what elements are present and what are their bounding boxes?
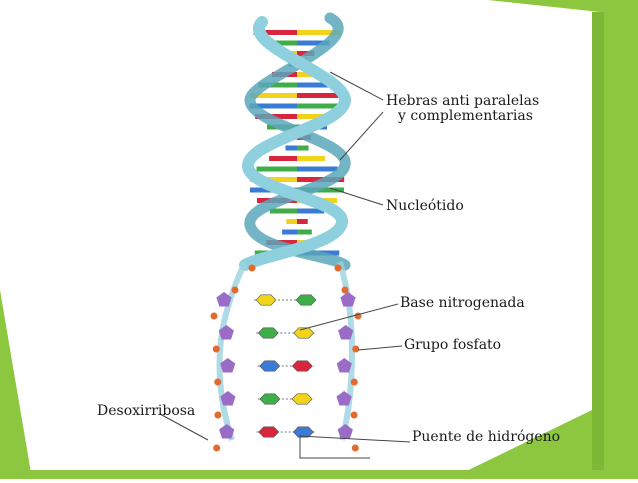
deoxyribose-sugar [219, 424, 235, 439]
leader-hebras-2 [339, 111, 384, 161]
deoxyribose-sugar [220, 391, 236, 406]
phosphate-group [231, 286, 239, 294]
phosphate-group [210, 312, 218, 320]
nitrogen-base-left [258, 426, 280, 438]
helix-rung-left [282, 229, 297, 235]
helix-rung-left [249, 177, 297, 182]
slide-floor [0, 470, 638, 479]
helix-rung-right [297, 103, 345, 109]
slide-wedge-bottom [450, 410, 592, 479]
helix-rung-left [264, 40, 297, 46]
nitrogen-base-left [255, 294, 277, 306]
phosphate-group [212, 345, 220, 353]
helix-rung-right [297, 219, 308, 224]
deoxyribose-sugar [337, 424, 353, 439]
label-puente-hidrogeno: Puente de hidrógeno [412, 429, 561, 445]
helix-rung-left [285, 145, 297, 151]
helix-rung-right [297, 30, 341, 35]
phosphate-group [351, 444, 359, 452]
helix-rung-right [297, 156, 325, 161]
nitrogen-base-left [259, 360, 281, 372]
helix-rung-right [297, 93, 344, 98]
slide-corner-top [488, 0, 638, 12]
label-desoxirribosa: Desoxirribosa [97, 403, 196, 419]
leader-desox [159, 413, 209, 441]
helix-rung-right [297, 145, 309, 151]
phosphate-group [352, 345, 360, 353]
ladder-nucleotides [210, 264, 362, 452]
helix-rung-right [297, 114, 339, 119]
label-hebras-2: y complementarias [398, 108, 533, 124]
slide-wedge-left [0, 290, 32, 479]
phosphate-group [213, 444, 221, 452]
leader-puente [299, 435, 411, 459]
helix-strand-front [239, 16, 352, 271]
helix-rung-left [256, 166, 297, 172]
leader-lines [159, 71, 411, 459]
helix-rung-left [269, 208, 297, 214]
leader-fosfato [357, 345, 403, 351]
leader-nucleotido [329, 187, 384, 206]
deoxyribose-sugar [336, 358, 352, 373]
label-nucleotido: Nucleótido [386, 198, 464, 214]
helix-rung-right [297, 82, 336, 88]
label-grupo-fosfato: Grupo fosfato [404, 337, 502, 353]
phosphate-group [214, 411, 222, 419]
helix-rung-right [297, 229, 312, 235]
deoxyribose-sugar [220, 358, 236, 373]
nitrogen-base-right [291, 393, 313, 405]
deoxyribose-sugar [216, 292, 232, 307]
helix-rung-right [297, 208, 325, 214]
deoxyribose-sugar [340, 292, 356, 307]
helix-rung-left [258, 82, 297, 88]
helix-rung-left [269, 156, 297, 161]
helix-rung-left [249, 103, 297, 109]
helix-rung-left [286, 219, 297, 224]
label-hebras: Hebras anti paralelas [386, 93, 540, 109]
deoxyribose-sugar [336, 391, 352, 406]
phosphate-group [334, 264, 342, 272]
nitrogen-base-right [292, 426, 314, 438]
helix-rung-left [250, 93, 297, 98]
leader-hebras [329, 71, 384, 101]
helix-rung-left [253, 30, 297, 35]
deoxyribose-sugar [218, 325, 234, 340]
label-base-nitrogenada: Base nitrogenada [400, 295, 525, 311]
phosphate-group [214, 378, 222, 386]
nitrogen-base-right [291, 360, 313, 372]
phosphate-group [248, 264, 256, 272]
phosphate-group [350, 378, 358, 386]
phosphate-group [341, 286, 349, 294]
nitrogen-base-left [257, 327, 279, 339]
deoxyribose-sugar [338, 325, 354, 340]
helix-rung-right [297, 40, 330, 46]
phosphate-group [350, 411, 358, 419]
nitrogen-base-right [295, 294, 317, 306]
slide-bar-right-dark [592, 12, 604, 479]
helix-rung-right [297, 166, 338, 172]
helix-strand-back [244, 12, 351, 271]
leader-base [299, 303, 399, 331]
nitrogen-base-left [259, 393, 281, 405]
